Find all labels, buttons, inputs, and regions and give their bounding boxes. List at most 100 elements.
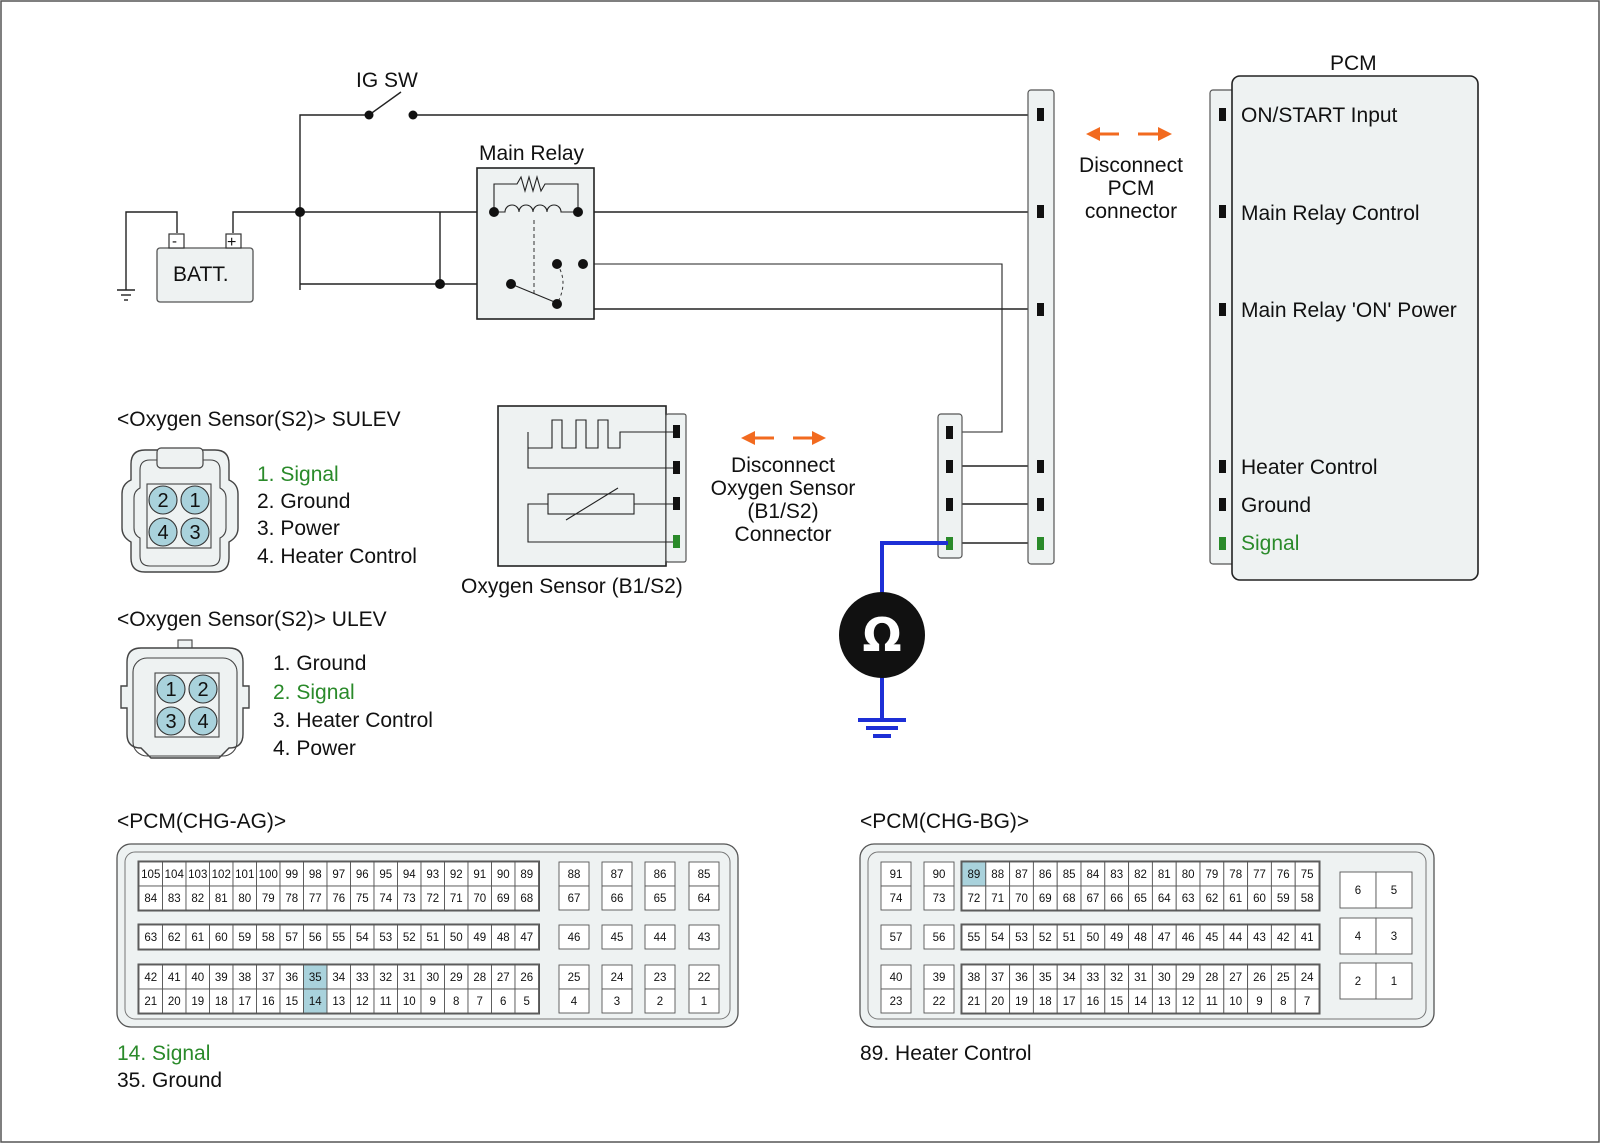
pin-number: 104: [165, 869, 185, 881]
pcm-ag-note: 14. Signal: [117, 1042, 210, 1065]
pin-number: 43: [1253, 932, 1266, 944]
pin-number: 82: [1134, 869, 1147, 881]
pin-number: 49: [1110, 932, 1123, 944]
ig-switch: IG SW: [356, 69, 418, 120]
pin-number: 90: [497, 869, 510, 881]
pin-number: 5: [524, 996, 530, 1008]
pin-number: 4: [1355, 931, 1362, 943]
pin-number: 40: [191, 972, 204, 984]
pin-block: [137, 963, 540, 1015]
sulev-connector: <Oxygen Sensor(S2)> SULEV 2 1 4 3 1. Sig…: [117, 408, 417, 573]
pin-number: 90: [933, 869, 946, 881]
pin-number: 4: [571, 996, 578, 1008]
ulev-pin-label: 1: [165, 679, 176, 701]
pin-number: 23: [890, 996, 903, 1008]
pin-number: 77: [1253, 869, 1266, 881]
pin-number: 46: [1182, 932, 1195, 944]
pin-number: 2: [657, 996, 663, 1008]
pin-block: [960, 860, 1321, 912]
pin-number: 30: [1158, 972, 1171, 984]
pin-number: 95: [379, 869, 392, 881]
pin-number: 26: [520, 972, 533, 984]
pin-number: 79: [1206, 869, 1219, 881]
connector-pin: [644, 964, 676, 990]
pin-number: 8: [453, 996, 459, 1008]
disconnect-o2-line3: (B1/S2): [747, 500, 818, 523]
pin-number: 71: [450, 893, 463, 905]
pin-number: 67: [1087, 893, 1100, 905]
pcm-title: PCM: [1330, 52, 1377, 75]
wire-junctions: [295, 207, 445, 289]
pin-block: [137, 923, 540, 951]
pin-number: 73: [403, 893, 416, 905]
pin-number: 69: [497, 893, 510, 905]
sulev-item: 3. Power: [257, 517, 340, 540]
pin-number: 27: [497, 972, 510, 984]
connector-pin: [1339, 917, 1377, 955]
pin-number: 13: [1158, 996, 1171, 1008]
pin-number: 44: [1229, 932, 1242, 944]
pin-number: 20: [168, 996, 181, 1008]
pin-number: 81: [215, 893, 228, 905]
pin-number: 18: [215, 996, 228, 1008]
connector-pin: [601, 885, 633, 911]
pin-number: 41: [1301, 932, 1314, 944]
disconnect-o2-callout: Disconnect Oxygen Sensor (B1/S2) Connect…: [711, 431, 855, 546]
pin-number: 47: [1158, 932, 1171, 944]
pin-number: 10: [1229, 996, 1242, 1008]
pin-number: 64: [698, 893, 711, 905]
pin-number: 72: [968, 893, 981, 905]
ig-sw-label: IG SW: [356, 69, 418, 92]
connector-pin: [1294, 988, 1320, 1014]
pin-number: 1: [1391, 976, 1397, 988]
pin-number: 41: [168, 972, 181, 984]
pin-number: 84: [1087, 869, 1100, 881]
pin-number: 11: [380, 996, 392, 1008]
pin-number: 44: [654, 932, 667, 944]
pin-block: [960, 923, 1321, 951]
pin-number: 14: [309, 996, 322, 1008]
sulev-item: 4. Heater Control: [257, 545, 417, 568]
sulev-item: 2. Ground: [257, 490, 350, 513]
pin-number: 15: [285, 996, 298, 1008]
pin-number: 6: [1355, 885, 1361, 897]
pin-number: 105: [141, 869, 160, 881]
pin-number: 45: [611, 932, 624, 944]
pin-number: 91: [473, 869, 486, 881]
pin-number: 60: [215, 932, 228, 944]
ground-symbol-battery: [117, 289, 135, 301]
pin-number: 93: [426, 869, 439, 881]
pin-number: 76: [332, 893, 345, 905]
connector-pin: [601, 861, 633, 887]
pin-number: 12: [1182, 996, 1195, 1008]
pin-number: 35: [1039, 972, 1052, 984]
pin-number: 71: [991, 893, 1004, 905]
pcm-harness-connector: [1027, 89, 1055, 565]
pin-number: 19: [1015, 996, 1028, 1008]
pin-number: 9: [430, 996, 436, 1008]
pin-number: 78: [285, 893, 298, 905]
connector-pin: [688, 924, 720, 950]
pin-number: 59: [1277, 893, 1290, 905]
pin-number: 7: [1304, 996, 1310, 1008]
pin-number: 23: [654, 972, 667, 984]
pin-number: 39: [215, 972, 228, 984]
pin-number: 12: [356, 996, 369, 1008]
pin-number: 91: [890, 869, 903, 881]
ulev-title: <Oxygen Sensor(S2)> ULEV: [117, 608, 387, 631]
pin-number: 51: [426, 932, 439, 944]
pin-number: 36: [1015, 972, 1028, 984]
pin-number: 33: [356, 972, 369, 984]
pcm-pin-on-start: ON/START Input: [1241, 104, 1398, 127]
pin-number: 60: [1253, 893, 1266, 905]
pcm-pin-main-relay-on-power: Main Relay 'ON' Power: [1241, 299, 1457, 322]
ulev-item: 4. Power: [273, 737, 356, 760]
pin-number: 32: [1110, 972, 1123, 984]
pin-number: 3: [614, 996, 620, 1008]
pcm-bg-title: <PCM(CHG-BG)>: [860, 810, 1029, 833]
connector-pin: [601, 924, 633, 950]
pin-number: 11: [1206, 996, 1218, 1008]
pin-number: 9: [1256, 996, 1262, 1008]
connector-pin: [558, 924, 590, 950]
ulev-item: 1. Ground: [273, 652, 366, 675]
